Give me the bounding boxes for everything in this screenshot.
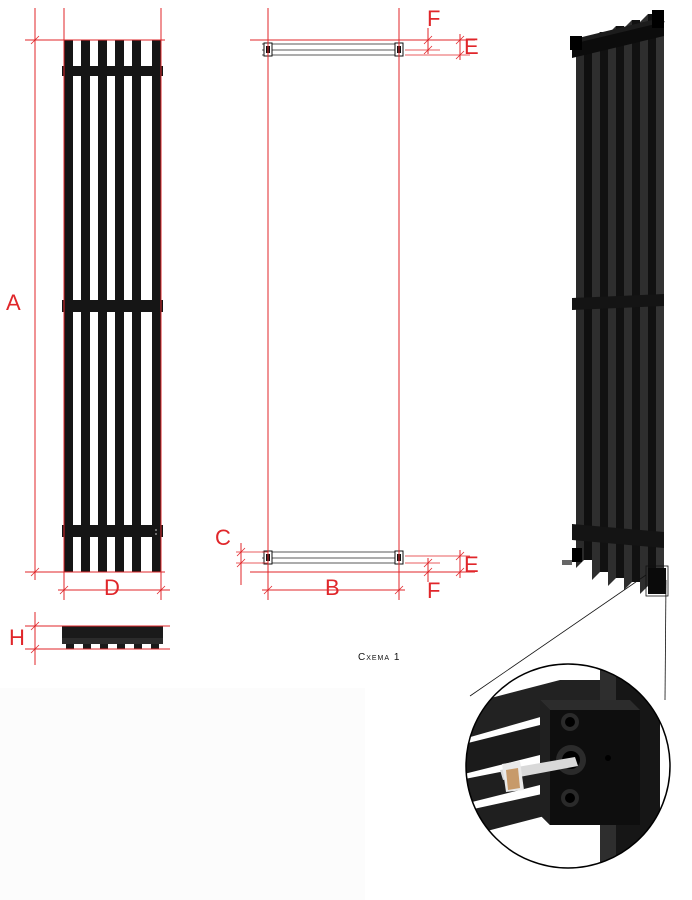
dimension-lines-front <box>25 8 170 600</box>
zoom-circle-outline <box>465 663 671 869</box>
perspective-radiator <box>562 10 666 594</box>
mounting-view <box>262 42 404 565</box>
dimension-label-c: C <box>215 525 231 550</box>
dimension-label-h: H <box>9 625 25 650</box>
dimension-label-e-top: E <box>464 34 479 59</box>
zoom-detail <box>466 664 670 868</box>
dimension-label-d: D <box>104 575 120 600</box>
dimension-label-f-bottom: F <box>427 578 440 603</box>
lower-blank-panel <box>0 688 365 900</box>
front-view-radiator <box>62 40 163 572</box>
dimension-label-e-bottom: E <box>464 552 479 577</box>
dimension-lines-top-view <box>25 612 170 665</box>
dimension-label-b: B <box>325 575 340 600</box>
zoom-callout-lines <box>469 565 669 701</box>
dimension-label-a: A <box>6 290 21 315</box>
dimension-lines-mounting <box>236 8 475 600</box>
scheme-caption: Схема 1 <box>358 652 400 663</box>
top-view-radiator <box>62 626 163 649</box>
dimension-label-f-top: F <box>427 6 440 31</box>
